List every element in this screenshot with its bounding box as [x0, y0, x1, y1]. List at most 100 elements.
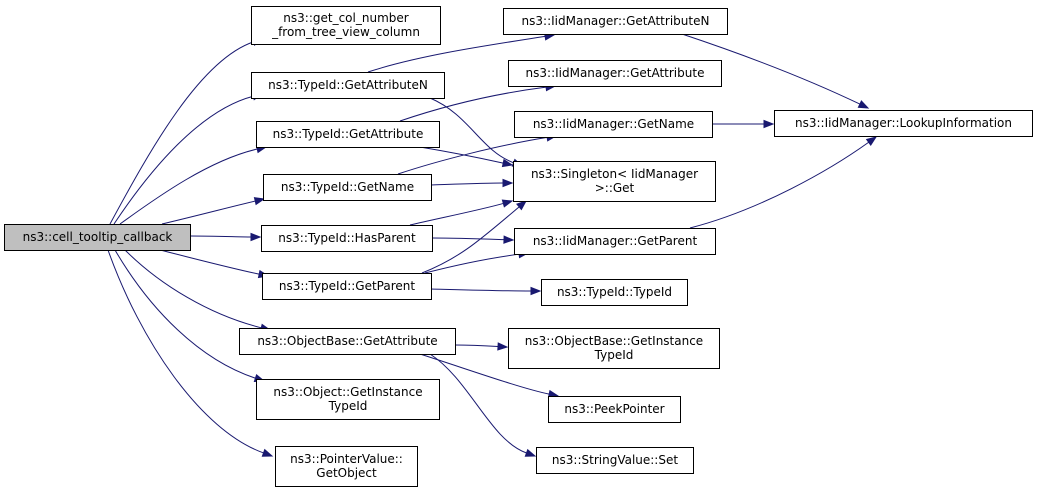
edge-iid_getattrn-to-iid_lookup [681, 33, 861, 105]
edge-root-to-tid_getattrn [113, 95, 254, 225]
node-box-pv_getobj[interactable] [275, 446, 418, 487]
arrowhead-root-to-tid_hasparent [250, 232, 262, 242]
node-iid_getattrn[interactable]: ns3::IidManager::GetAttributeN [503, 8, 728, 35]
node-label-iid_getattrn-0: ns3::IidManager::GetAttributeN [522, 14, 710, 28]
arrowhead-tid_hasparent-to-iid_getparent [503, 235, 515, 244]
node-box-tid_typeid[interactable] [541, 279, 688, 306]
node-tid_getattr[interactable]: ns3::TypeId::GetAttribute [256, 121, 440, 148]
node-box-iid_getname[interactable] [514, 111, 713, 138]
node-tid_getattrn[interactable]: ns3::TypeId::GetAttributeN [251, 72, 445, 99]
arrowhead-root-to-tid_getname [253, 197, 266, 206]
edge-root-to-pv_getobj [107, 249, 264, 454]
node-box-getcol[interactable] [251, 6, 441, 45]
edge-tid_getparent-to-tid_typeid [430, 288, 532, 292]
node-getcol[interactable]: ns3::get_col_number_from_tree_view_colum… [251, 6, 441, 45]
arrowhead-root-to-pv_getobj [261, 448, 274, 457]
edges-layer [107, 32, 878, 457]
node-label-getcol-1: _from_tree_view_column [271, 25, 420, 39]
arrowhead-ob_getattr-to-sv_set [524, 448, 537, 457]
node-box-iid_lookup[interactable] [774, 110, 1033, 137]
node-label-peek-0: ns3::PeekPointer [564, 402, 664, 416]
node-box-iid_getattr[interactable] [508, 60, 722, 87]
node-label-tid_getname-0: ns3::TypeId::GetName [281, 180, 414, 194]
node-box-tid_getattr[interactable] [256, 121, 440, 148]
node-label-iid_lookup-0: ns3::IidManager::LookupInformation [795, 116, 1012, 130]
nodes-layer: ns3::cell_tooltip_callback ns3::get_col_n… [4, 6, 1033, 487]
node-box-ob_getinst[interactable] [508, 328, 720, 369]
node-pv_getobj[interactable]: ns3::PointerValue::GetObject [275, 446, 418, 487]
edge-root-to-tid_hasparent [189, 235, 252, 238]
node-label-ob_getinst-1: TypeId [594, 348, 634, 362]
node-label-ob_getinst-0: ns3::ObjectBase::GetInstance [525, 334, 703, 348]
node-iid_getattr[interactable]: ns3::IidManager::GetAttribute [508, 60, 722, 87]
node-iid_getparent[interactable]: ns3::IidManager::GetParent [514, 228, 716, 255]
arrowhead-iid_getparent-to-iid_lookup [865, 136, 878, 146]
arrowhead-iid_getname-to-iid_lookup [763, 119, 775, 129]
node-label-iid_getparent-0: ns3::IidManager::GetParent [533, 234, 698, 248]
edge-iid_getparent-to-iid_lookup [689, 141, 869, 229]
edge-tid_getname-to-singleton [430, 182, 504, 186]
node-box-tid_hasparent[interactable] [261, 225, 433, 252]
node-label-tid_hasparent-0: ns3::TypeId::HasParent [278, 231, 416, 245]
arrowhead-iid_getattrn-to-iid_lookup [857, 100, 870, 109]
node-peek[interactable]: ns3::PeekPointer [548, 396, 681, 423]
edge-root-to-tid_getname [161, 200, 256, 225]
node-tid_typeid[interactable]: ns3::TypeId::TypeId [541, 279, 688, 306]
edge-tid_getname-to-iid_getname [397, 136, 548, 175]
edge-root-to-getcol [109, 41, 254, 225]
node-label-iid_getattr-0: ns3::IidManager::GetAttribute [526, 66, 705, 80]
edge-tid_getparent-to-singleton [421, 206, 520, 274]
node-tid_getname[interactable]: ns3::TypeId::GetName [263, 174, 432, 201]
node-tid_getparent[interactable]: ns3::TypeId::GetParent [262, 273, 432, 300]
node-label-sv_set-0: ns3::StringValue::Set [552, 453, 678, 467]
edge-tid_getparent-to-iid_getparent [424, 253, 520, 274]
edge-ob_getattr-to-sv_set [429, 353, 527, 454]
node-box-tid_getname[interactable] [263, 174, 432, 201]
node-label-ob_getattr-0: ns3::ObjectBase::GetAttribute [257, 334, 437, 348]
node-label-tid_getattr-0: ns3::TypeId::GetAttribute [273, 127, 424, 141]
node-iid_lookup[interactable]: ns3::IidManager::LookupInformation [774, 110, 1033, 137]
node-label-singleton-0: ns3::Singleton< IidManager [531, 167, 698, 181]
node-ob_getattr[interactable]: ns3::ObjectBase::GetAttribute [239, 328, 456, 355]
edge-tid_getattr-to-singleton [419, 146, 504, 164]
node-box-tid_getattrn[interactable] [251, 72, 445, 99]
edge-tid_getattrn-to-singleton [429, 97, 514, 164]
node-label-tid_typeid-0: ns3::TypeId::TypeId [557, 285, 672, 299]
node-box-root[interactable] [4, 224, 191, 251]
edge-tid_getattrn-to-iid_getattrn [367, 35, 546, 73]
node-tid_hasparent[interactable]: ns3::TypeId::HasParent [261, 225, 433, 252]
node-singleton[interactable]: ns3::Singleton< IidManager >::Get [513, 161, 716, 202]
node-box-ob_getattr[interactable] [239, 328, 456, 355]
node-label-pv_getobj-1: GetObject [316, 466, 377, 480]
node-box-iid_getparent[interactable] [514, 228, 716, 255]
arrowhead-tid_getattr-to-singleton [501, 158, 514, 168]
node-label-pv_getobj-0: ns3::PointerValue:: [290, 452, 403, 466]
node-box-singleton[interactable] [513, 161, 716, 202]
node-box-tid_getparent[interactable] [262, 273, 432, 300]
node-iid_getname[interactable]: ns3::IidManager::GetName [514, 111, 713, 138]
node-label-root-0: ns3::cell_tooltip_callback [23, 230, 173, 244]
node-label-tid_getparent-0: ns3::TypeId::GetParent [279, 279, 415, 293]
node-label-obj_getinst-0: ns3::Object::GetInstance [273, 385, 422, 399]
node-box-iid_getattrn[interactable] [503, 8, 728, 35]
node-box-sv_set[interactable] [536, 447, 694, 474]
node-label-getcol-0: ns3::get_col_number [283, 11, 408, 25]
node-box-peek[interactable] [548, 396, 681, 423]
node-label-iid_getname-0: ns3::IidManager::GetName [533, 117, 694, 131]
edge-root-to-obj_getinst [114, 249, 256, 379]
arrowhead-ob_getattr-to-ob_getinst [497, 342, 509, 351]
edge-tid_hasparent-to-iid_getparent [431, 237, 505, 241]
node-sv_set[interactable]: ns3::StringValue::Set [536, 447, 694, 474]
arrowhead-tid_getparent-to-singleton [516, 200, 528, 211]
node-label-tid_getattrn-0: ns3::TypeId::GetAttributeN [268, 78, 428, 92]
node-label-singleton-1: >::Get [595, 181, 635, 195]
edge-tid_hasparent-to-singleton [409, 202, 504, 226]
arrowhead-tid_hasparent-to-singleton [501, 199, 514, 208]
node-box-obj_getinst[interactable] [256, 379, 440, 420]
node-root[interactable]: ns3::cell_tooltip_callback [4, 224, 191, 251]
arrowhead-tid_getname-to-singleton [502, 178, 514, 188]
edge-tid_getattr-to-iid_getattr [399, 86, 547, 122]
